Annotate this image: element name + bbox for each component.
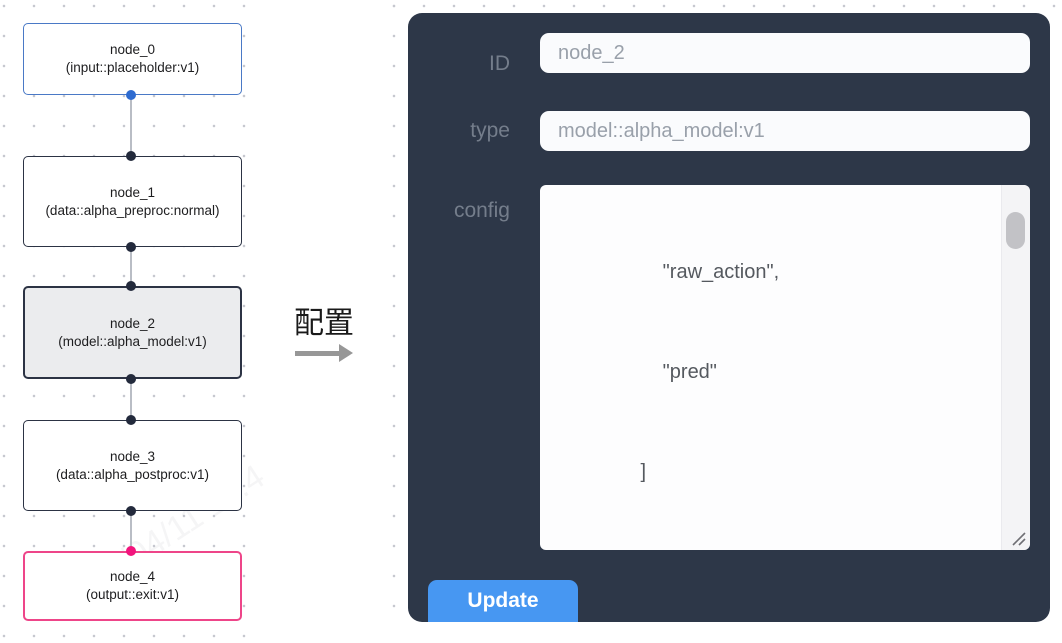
node-title: node_3 [109,448,156,464]
node3-target-handle[interactable] [126,415,136,425]
node0-source-handle[interactable] [126,90,136,100]
right-arrow-icon [295,344,353,362]
node-subtitle: (model::alpha_model:v1) [58,333,207,349]
node-config-panel: ID type config "raw_action", "pred" ] },… [408,13,1050,622]
edge-node1-node2 [130,247,132,286]
node4-target-handle[interactable] [126,546,136,556]
node2-target-handle[interactable] [126,281,136,291]
flow-node-node_1[interactable]: node_1 (data::alpha_preproc:normal) [23,156,242,247]
update-button[interactable]: Update [428,580,578,622]
node3-source-handle[interactable] [126,506,136,516]
configure-arrow-label: 配置 [294,307,354,340]
node-title: node_1 [109,184,156,200]
node1-source-handle[interactable] [126,242,136,252]
id-field-label: ID [489,52,510,75]
node2-source-handle[interactable] [126,374,136,384]
node-title: node_0 [109,42,156,57]
config-textarea[interactable]: "raw_action", "pred" ] }, "trace": { "sc… [540,185,1030,550]
flow-node-node_0[interactable]: node_0 (input::placeholder:v1) [23,23,242,95]
config-json-text: "raw_action", "pred" ] }, "trace": { "sc… [596,260,780,484]
flow-node-node_2[interactable]: node_2 (model::alpha_model:v1) [23,286,242,379]
node-title: node_2 [109,315,156,331]
flow-node-node_3[interactable]: node_3 (data::alpha_postproc:v1) [23,420,242,511]
node-subtitle: (output::exit:v1) [85,587,180,602]
panel-canvas-dots-top [390,0,1062,13]
id-input[interactable] [540,33,1030,73]
node-subtitle: (data::alpha_postproc:v1) [55,466,210,482]
edge-node0-node1 [130,95,132,156]
edge-node3-node4 [130,511,132,551]
node-title: node_4 [109,569,156,584]
type-field-label: type [470,119,510,142]
node-subtitle: (input::placeholder:v1) [65,60,200,75]
node1-target-handle[interactable] [126,151,136,161]
panel-canvas-dots-left [390,0,408,630]
resize-handle-icon[interactable] [1009,529,1027,547]
config-field-label: config [453,199,510,222]
edge-node2-node3 [130,379,132,420]
type-input[interactable] [540,111,1030,151]
config-scrollbar[interactable] [1001,185,1030,550]
node-subtitle: (data::alpha_preproc:normal) [45,202,220,218]
flow-node-node_4[interactable]: node_4 (output::exit:v1) [23,551,242,621]
scrollbar-thumb-icon[interactable] [1006,212,1025,249]
